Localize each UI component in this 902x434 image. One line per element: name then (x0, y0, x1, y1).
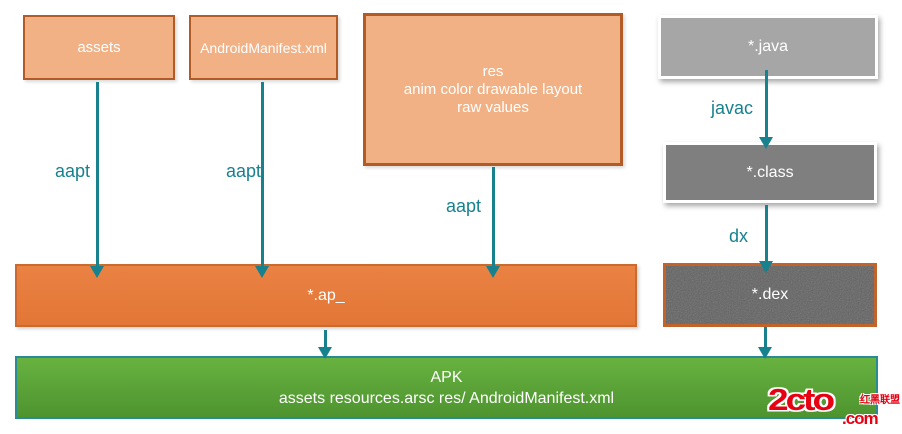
node-androidmanifest-label: AndroidManifest.xml (200, 39, 327, 56)
node-androidmanifest: AndroidManifest.xml (189, 15, 338, 80)
grain-texture (666, 266, 874, 324)
node-dex-file: *.dex (663, 263, 877, 327)
watermark-com-text: .com (842, 409, 879, 428)
node-res-line1: res (482, 62, 504, 80)
node-assets-label: assets (77, 39, 121, 56)
arrow-line (765, 205, 768, 261)
arrow-head-icon (759, 137, 773, 149)
arrow-line (324, 330, 327, 348)
arrow-head-icon (759, 261, 773, 273)
node-java-files: *.java (658, 15, 878, 79)
arrow-line (261, 82, 264, 266)
node-class-files: *.class (663, 142, 877, 203)
arrow-line (96, 82, 99, 266)
node-res-line3: raw values (457, 98, 529, 116)
node-apk-contents: assets resources.arsc res/ AndroidManife… (278, 389, 615, 407)
node-java-label: *.java (747, 38, 789, 55)
edge-label-aapt-res: aapt (446, 196, 482, 216)
arrow-line (492, 167, 495, 266)
node-ap-file: *.ap_ (15, 264, 637, 327)
edge-label-javac: javac (711, 98, 754, 118)
node-assets: assets (23, 15, 175, 80)
node-res: res anim color drawable layout raw value… (363, 13, 623, 166)
arrow-head-icon (486, 266, 500, 278)
watermark-chinese-text: 红黑联盟 (860, 395, 900, 406)
arrow-head-icon (255, 266, 269, 278)
watermark-2cto-text: 2cto (768, 383, 835, 417)
node-class-label: *.class (746, 163, 794, 181)
edge-label-aapt-assets: aapt (55, 161, 91, 181)
node-dex-label: *.dex (751, 286, 789, 303)
arrow-head-icon (90, 266, 104, 278)
2cto-watermark-logo: 2cto .com 红黑联盟 (758, 381, 902, 434)
node-apk: APK assets resources.arsc res/ AndroidMa… (15, 356, 878, 419)
arrow-head-icon (318, 347, 332, 359)
node-apk-title: APK (430, 368, 463, 386)
edge-label-aapt-manifest: aapt (226, 161, 262, 181)
arrow-head-icon (758, 347, 772, 359)
edge-label-dx: dx (729, 226, 749, 246)
node-ap-label: *.ap_ (307, 286, 345, 304)
node-res-line2: anim color drawable layout (403, 80, 583, 98)
arrow-line (764, 327, 767, 348)
arrow-line (765, 70, 768, 137)
